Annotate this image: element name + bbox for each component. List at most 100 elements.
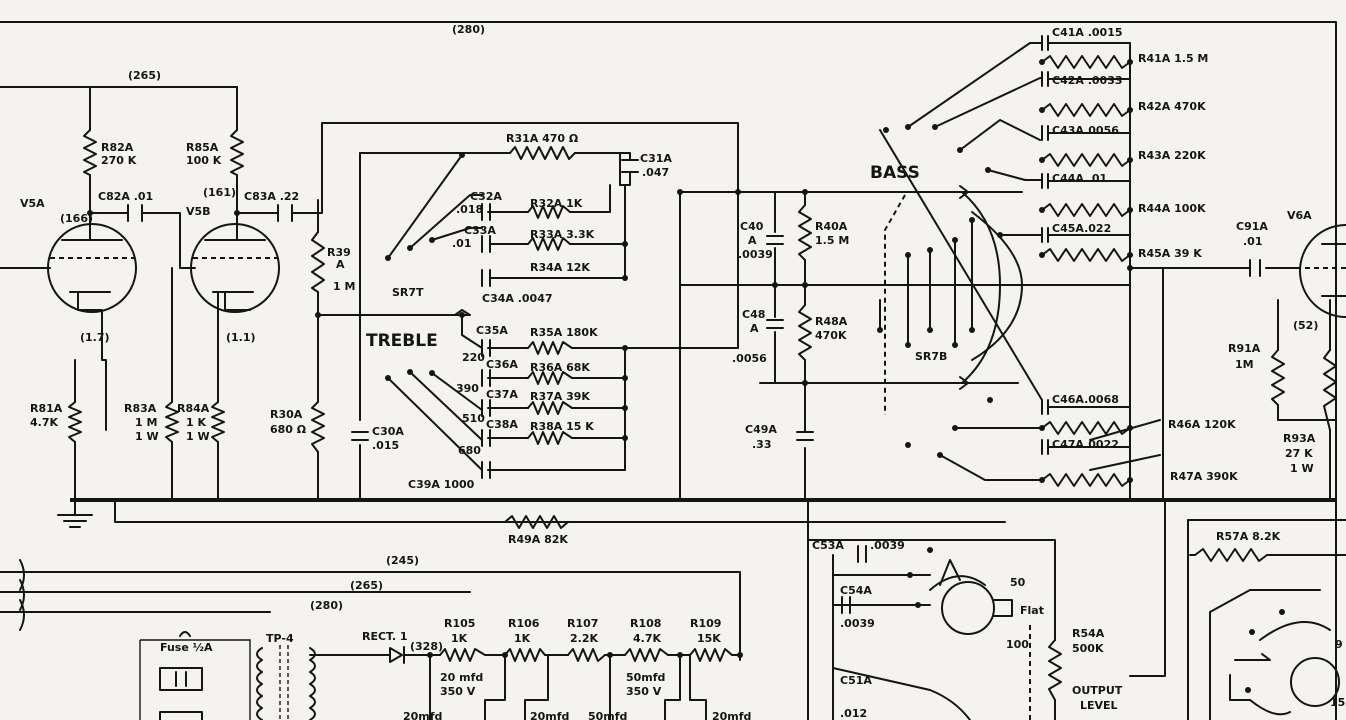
label-cap1: 20 mfd xyxy=(440,671,483,684)
label-r44a: R44A 100K xyxy=(1138,202,1206,215)
label-c39a: C39A 1000 xyxy=(408,478,475,491)
label-r43a: R43A 220K xyxy=(1138,149,1206,162)
output-labels: 50 Flat 100 OUTPUT LEVEL 9 15 xyxy=(1006,576,1345,712)
label-cap-low3: 50mfd xyxy=(588,710,627,720)
label-output: OUTPUT xyxy=(1072,684,1123,697)
label-c53a-val: .0039 xyxy=(870,539,905,552)
label-r107-val: 2.2K xyxy=(570,632,598,645)
main-wiring xyxy=(0,21,1346,720)
label-bass: BASS xyxy=(870,163,920,183)
label-c31a-val: .047 xyxy=(642,166,669,179)
vacuum-tubes xyxy=(47,223,1346,318)
label-r81a: R81A xyxy=(30,402,63,415)
label-c31a: C31A xyxy=(640,152,672,165)
label-r42a: R42A 470K xyxy=(1138,100,1206,113)
label-v328: (328) xyxy=(410,640,443,653)
voltage-labels: (280) (265) (166) (161) (1.7) (1.1) (52)… xyxy=(60,23,1318,653)
label-r39a-1: R39 xyxy=(327,246,351,259)
label-v280-low: (280) xyxy=(310,599,343,612)
label-c33a: C33A xyxy=(464,224,496,237)
label-c54a: C54A xyxy=(840,584,872,597)
label-c32a-val: .018 xyxy=(456,203,483,216)
label-r107: R107 xyxy=(567,617,598,630)
label-r82a: R82A xyxy=(101,141,134,154)
label-r93a-v1: 27 K xyxy=(1285,447,1313,460)
label-c32a: C32A xyxy=(470,190,502,203)
label-r84a-v1: 1 K xyxy=(186,416,206,429)
label-r105-val: 1K xyxy=(451,632,468,645)
label-c49a-val: .33 xyxy=(752,438,772,451)
label-c35a: C35A xyxy=(476,324,508,337)
label-c53a: C53A xyxy=(812,539,844,552)
label-c48: C48 xyxy=(742,308,765,321)
label-r57a: R57A 8.2K xyxy=(1216,530,1281,543)
label-r31a: R31A 470 Ω xyxy=(506,132,579,145)
label-r46a: R46A 120K xyxy=(1168,418,1236,431)
tube-labels: V5A V5B V6A xyxy=(20,197,1312,222)
label-r40a-val: 1.5 M xyxy=(815,234,849,247)
label-cap1-v: 350 V xyxy=(440,685,476,698)
label-pos50: 50 xyxy=(1010,576,1026,589)
capacitor-labels: C82A .01 C83A .22 C31A .047 C32A .018 C3… xyxy=(98,26,1268,720)
label-c37a-val: 390 xyxy=(456,382,479,395)
label-r85a-val: 100 K xyxy=(186,154,222,167)
label-r35a: R35A 180K xyxy=(530,326,598,339)
label-c40: C40 xyxy=(740,220,764,233)
label-cap2-v: 350 V xyxy=(626,685,662,698)
power-labels: Fuse ½A TP-4 RECT. 1 20 mfd 350 V 50mfd … xyxy=(160,630,751,720)
label-r41a: R41A 1.5 M xyxy=(1138,52,1208,65)
label-r109-val: 15K xyxy=(697,632,721,645)
label-fifteen: 15 xyxy=(1330,696,1345,709)
label-r91a-val: 1M xyxy=(1235,358,1254,371)
label-fuse: Fuse ½A xyxy=(160,641,213,654)
label-c91a-val: .01 xyxy=(1243,235,1263,248)
label-c46a: C46A.0068 xyxy=(1052,393,1119,406)
label-r45a: R45A 39 K xyxy=(1138,247,1202,260)
label-r47a: R47A 390K xyxy=(1170,470,1238,483)
label-r108: R108 xyxy=(630,617,661,630)
label-r30a: R30A xyxy=(270,408,303,421)
label-c36a-val: 220 xyxy=(462,351,485,364)
label-v166: (166) xyxy=(60,212,93,225)
label-c42a: C42A .0033 xyxy=(1052,74,1123,87)
label-c49a: C49A xyxy=(745,423,777,436)
label-c30a-val: .015 xyxy=(372,439,399,452)
label-c44a: C44A .01 xyxy=(1052,172,1107,185)
label-c45a: C45A.022 xyxy=(1052,222,1111,235)
label-v265-top: (265) xyxy=(128,69,161,82)
label-c34a: C34A .0047 xyxy=(482,292,553,305)
label-r105: R105 xyxy=(444,617,475,630)
section-labels: TREBLE BASS SR7T SR7B xyxy=(366,163,947,363)
label-r93a-v2: 1 W xyxy=(1290,462,1314,475)
label-r54a: R54A xyxy=(1072,627,1105,640)
label-c82a: C82A .01 xyxy=(98,190,153,203)
label-r91a: R91A xyxy=(1228,342,1261,355)
resistor-symbols xyxy=(68,55,1346,701)
label-v1-1: (1.1) xyxy=(226,331,256,344)
label-sr7b: SR7B xyxy=(915,350,947,363)
label-r82a-val: 270 K xyxy=(101,154,137,167)
label-c38a: C38A xyxy=(486,418,518,431)
switch-contacts xyxy=(87,59,1133,658)
label-c39a-val2: 680 xyxy=(458,444,481,457)
label-c38a-val: 510 xyxy=(462,412,485,425)
label-cap-low1: 20mfd xyxy=(403,710,442,720)
label-r39a-3: 1 M xyxy=(333,280,355,293)
label-c48-val: .0056 xyxy=(732,352,767,365)
label-r40a: R40A xyxy=(815,220,848,233)
label-c51a: C51A xyxy=(840,674,872,687)
label-v1-7: (1.7) xyxy=(80,331,110,344)
label-r34a: R34A 12K xyxy=(530,261,590,274)
label-c40-val: .0039 xyxy=(738,248,773,261)
label-r108-val: 4.7K xyxy=(633,632,661,645)
label-tp4: TP-4 xyxy=(266,632,294,645)
label-c48-a: A xyxy=(750,322,759,335)
label-rect: RECT. 1 xyxy=(362,630,408,643)
label-c83a: C83A .22 xyxy=(244,190,299,203)
label-r33a: R33A 3.3K xyxy=(530,228,595,241)
label-c91a: C91A xyxy=(1236,220,1268,233)
label-v161: (161) xyxy=(203,186,236,199)
label-r83a-v1: 1 M xyxy=(135,416,157,429)
label-v245: (245) xyxy=(386,554,419,567)
label-r93a: R93A xyxy=(1283,432,1316,445)
